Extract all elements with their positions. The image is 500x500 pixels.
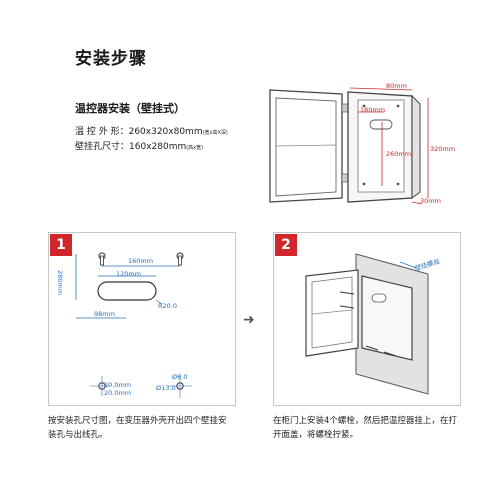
spec-label: 温 控 外 形： bbox=[75, 127, 129, 137]
spec-label: 壁挂孔尺寸： bbox=[75, 142, 130, 152]
dim-radius: R20.0 bbox=[158, 302, 177, 310]
dim-side-height: 280mm bbox=[56, 270, 64, 296]
spec-value: 260x320x80mm bbox=[128, 127, 203, 137]
dim-offset: 98mm bbox=[94, 310, 115, 318]
dim-label-inner: 180mm bbox=[360, 106, 386, 114]
enclosure-drawing bbox=[269, 87, 429, 205]
step1-badge: 1 bbox=[50, 234, 72, 256]
dim-label-depth: 30mm bbox=[420, 197, 441, 205]
spec-note: (宽x高X深) bbox=[202, 130, 228, 136]
spec-value: 160x280mm bbox=[129, 142, 187, 152]
spec-row-outline: 温 控 外 形：260x320x80mm(宽x高X深) bbox=[75, 124, 228, 137]
installation-drawing bbox=[305, 253, 429, 395]
dim-hole-large: Ø13.0 bbox=[156, 384, 176, 392]
dim-slot-width: 120mm bbox=[116, 270, 142, 278]
step2-badge: 2 bbox=[275, 234, 297, 256]
spec-row-holes: 壁挂孔尺寸：160x280mm(高x宽) bbox=[75, 139, 203, 152]
dim-bottom-a: 20.0mm bbox=[104, 381, 132, 389]
spec-note: (高x宽) bbox=[186, 145, 204, 151]
dim-label-height: 260mm bbox=[386, 150, 412, 158]
dim-bottom-b: 20.0mm bbox=[104, 389, 132, 397]
section-subtitle: 温控器安装（壁挂式） bbox=[75, 102, 185, 115]
page-title: 安装步骤 bbox=[75, 49, 147, 69]
step1-panel bbox=[48, 232, 236, 406]
dim-top-width: 160mm bbox=[128, 257, 154, 265]
arrow-right-icon: ➜ bbox=[243, 312, 255, 328]
step2-caption: 在柜门上安装4个螺栓，然后把温控器挂上，在打开面盖，将螺栓拧紧。 bbox=[273, 416, 457, 440]
dim-label-top: 80mm bbox=[386, 82, 407, 90]
dim-hole-small: Ø6.0 bbox=[172, 373, 188, 381]
step1-caption: 按安装孔尺寸图，在变压器外壳开出四个壁挂安装孔与出线孔。 bbox=[48, 416, 227, 440]
dim-label-side: 320mm bbox=[430, 145, 456, 153]
mounting-hole-drawing bbox=[75, 252, 192, 398]
